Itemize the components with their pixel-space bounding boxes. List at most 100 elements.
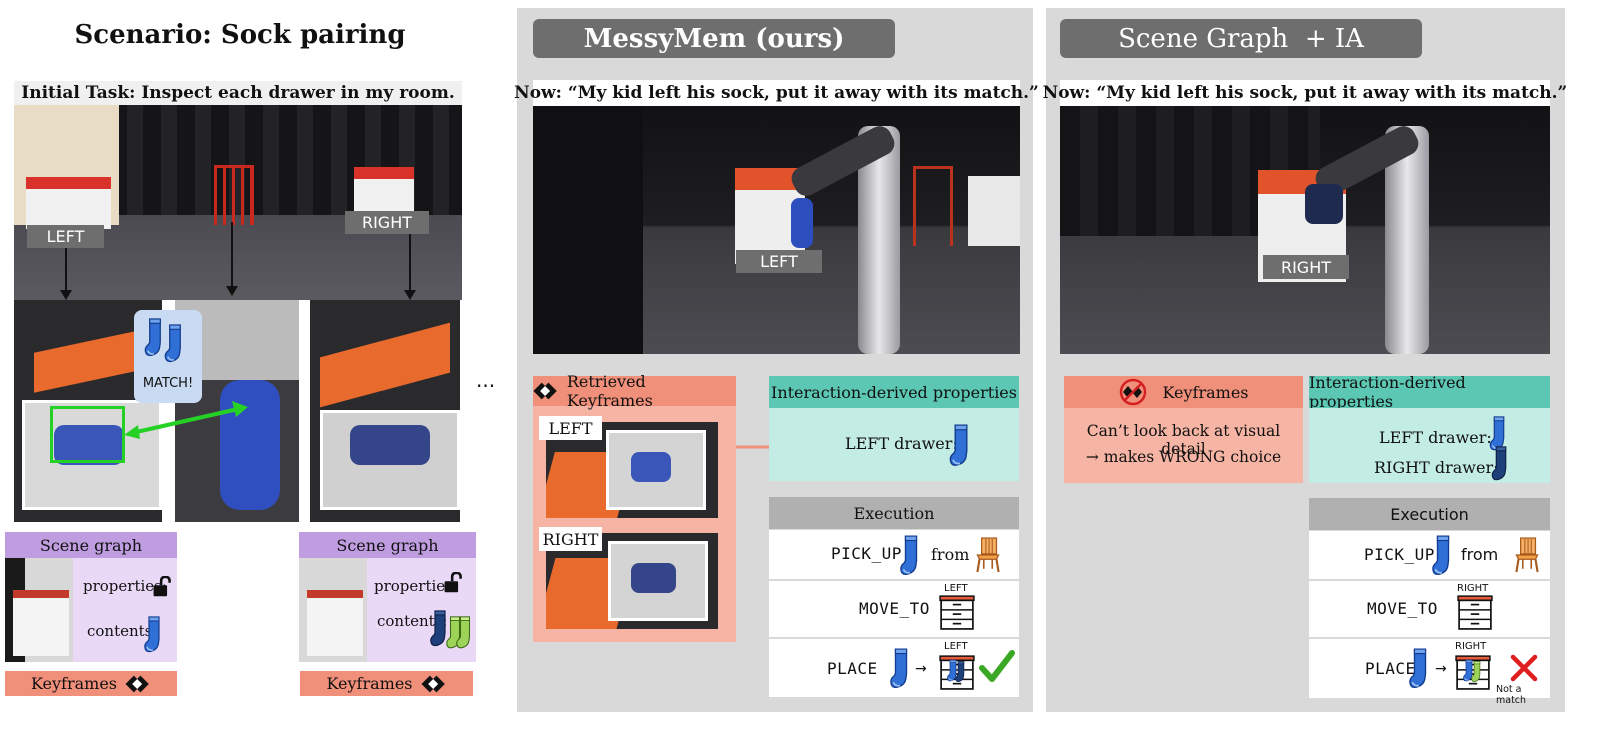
sock-in-gripper <box>791 198 813 248</box>
messymem-left-tag: LEFT <box>736 250 822 273</box>
match-highlight-box <box>50 406 125 463</box>
scenegraph-ia-moveto-row: MOVE_TO RIGHT <box>1309 581 1550 637</box>
left-cabinet-photo <box>26 177 111 229</box>
dark-curtain <box>533 106 643 354</box>
chair-photo <box>913 166 953 246</box>
match-callout: MATCH! <box>134 310 202 403</box>
scenegraph-ia-place-row: PLACE → RIGHT Not a match <box>1309 639 1550 706</box>
place-command: PLACE <box>1365 659 1416 678</box>
retrieved-keyframes-title: Retrieved Keyframes <box>566 372 653 410</box>
scenegraph-ia-now-text: Now: “My kid left his sock, put it away … <box>1043 80 1567 106</box>
right-drawer-label: RIGHT drawer: <box>1374 458 1499 477</box>
no-keyframes-header: Keyframes <box>1064 376 1303 408</box>
checkmark-icon <box>979 650 1015 682</box>
scene-graph-card-left: Scene graph properties: contents: <box>5 532 177 662</box>
no-keyframes-body: Can’t look back at visual detail → makes… <box>1064 408 1303 483</box>
right-cabinet-photo <box>354 167 414 213</box>
initial-task-banner: Initial Task: Inspect each drawer in my … <box>14 81 462 105</box>
unlocked-lock-icon <box>442 572 464 594</box>
ellipsis: ... <box>476 368 496 392</box>
from-label: from <box>1461 545 1499 564</box>
right-tag: RIGHT <box>345 211 429 234</box>
drawer-arrows <box>60 222 416 300</box>
messymem-robot-photo <box>533 106 1020 354</box>
sock-icon <box>949 424 973 468</box>
messymem-place-row: PLACE → LEFT <box>769 639 1019 697</box>
moveto-command: MOVE_TO <box>1367 599 1438 618</box>
messymem-moveto-row: MOVE_TO LEFT <box>769 581 1019 637</box>
scenegraph-ia-pickup-row: PICK_UP from <box>1309 531 1550 579</box>
from-label: from <box>931 545 970 564</box>
keyframes-icon <box>533 381 559 401</box>
scenegraph-ia-props-body: LEFT drawer: RIGHT drawer: <box>1309 408 1550 483</box>
chair-icon <box>975 537 1001 573</box>
keyframes-bar-left: Keyframes <box>5 671 177 696</box>
scenario-title: Scenario: Sock pairing <box>74 20 406 50</box>
properties-label: properties: <box>374 577 458 595</box>
blue-sock-held <box>220 380 280 510</box>
scenegraph-ia-execution-header: Execution <box>1309 498 1550 530</box>
keyframes-icon <box>125 674 151 694</box>
cabinet-label: LEFT <box>944 583 968 594</box>
keyframes-bar-right: Keyframes <box>300 671 473 696</box>
green-sock-icon <box>455 616 475 650</box>
keyframe-left-label: LEFT <box>539 416 602 440</box>
sock-icon <box>1408 648 1432 690</box>
messymem-props-header: Interaction-derived properties <box>769 376 1019 408</box>
place-command: PLACE <box>827 659 878 678</box>
left-drawer-label: LEFT drawer: <box>1379 428 1492 447</box>
left-drawer-photo <box>14 300 162 522</box>
no-keyframes-icon <box>1119 378 1146 406</box>
left-drawer-label: LEFT drawer: <box>845 434 958 453</box>
drawer-interior <box>22 400 162 510</box>
right-drawer-photo <box>310 300 460 522</box>
cabinet-thumbnail <box>299 558 367 662</box>
scenegraph-ia-robot-photo <box>1060 106 1550 354</box>
dark-sock-icon <box>955 661 967 683</box>
keyframes-label: Keyframes <box>31 674 117 693</box>
left-tag: LEFT <box>27 225 104 248</box>
pickup-command: PICK_UP <box>831 544 902 563</box>
retrieved-keyframes-header: Retrieved Keyframes <box>533 372 736 410</box>
chair-icon <box>1514 537 1540 573</box>
match-arrow <box>124 401 248 439</box>
moveto-command: MOVE_TO <box>859 599 930 618</box>
cabinet-icon <box>939 594 975 630</box>
messymem-header: MessyMem (ours) <box>533 19 895 58</box>
drawer-orange-top <box>320 322 450 408</box>
arrow-glyph: → <box>1435 661 1447 677</box>
scene-graph-title: Scene graph <box>299 532 476 558</box>
messymem-pickup-row: PICK_UP from <box>769 530 1019 579</box>
no-keyframes-title: Keyframes <box>1162 382 1249 402</box>
scene-graph-card-right: Scene graph properties: contents: <box>299 532 476 662</box>
socks-in-drawer <box>350 425 430 465</box>
unlocked-lock-icon <box>151 576 173 598</box>
scenegraph-ia-props-header: Interaction-derived properties <box>1309 373 1550 411</box>
arrow-glyph: → <box>915 661 927 677</box>
not-match-label: Not a match <box>1496 684 1527 706</box>
cabinet-icon <box>1457 594 1493 630</box>
cabinet-thumbnail <box>5 558 73 662</box>
sock-in-drawer <box>54 425 124 465</box>
contents-label: contents: <box>377 612 448 630</box>
keyframes-label: Keyframes <box>326 674 413 693</box>
sock-icon <box>899 535 923 577</box>
messymem-props-body: LEFT drawer: <box>769 408 1019 481</box>
cabinet-label: LEFT <box>944 641 968 652</box>
pickup-command: PICK_UP <box>1364 545 1435 564</box>
sock-icon <box>164 324 186 364</box>
sock-in-gripper <box>1305 184 1343 224</box>
room-photo <box>14 105 462 300</box>
messymem-now-text: Now: “My kid left his sock, put it away … <box>514 80 1039 106</box>
sock-icon <box>143 616 165 654</box>
scenegraph-ia-right-tag: RIGHT <box>1263 255 1349 279</box>
red-chair-photo <box>214 165 254 225</box>
cabinet-label: RIGHT <box>1455 641 1487 652</box>
no-look-line2: → makes WRONG choice <box>1085 448 1282 466</box>
white-board <box>968 176 1020 246</box>
dark-sock-icon <box>1491 446 1511 482</box>
no-look-line1: Can’t look back at visual detail <box>1086 422 1281 458</box>
keyframes-icon <box>421 674 447 694</box>
scenegraph-ia-header: Scene Graph + IA <box>1060 19 1422 58</box>
properties-label: properties: <box>83 577 167 595</box>
